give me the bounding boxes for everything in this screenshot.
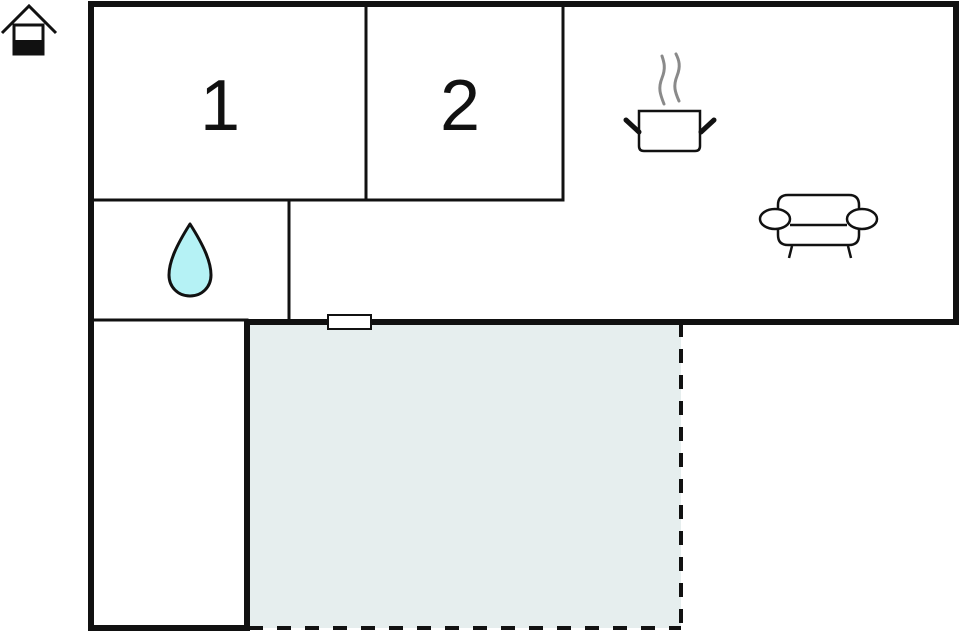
- room-label-bedroom-1: 1: [200, 66, 240, 146]
- cooking-pot-icon: [623, 52, 717, 153]
- room-label-bedroom-2: 2: [440, 66, 480, 146]
- door-icon: [327, 314, 372, 330]
- sofa-icon: [758, 193, 879, 259]
- terrace: [249, 323, 683, 630]
- water-drop-icon: [167, 222, 213, 298]
- house-icon: [0, 3, 58, 56]
